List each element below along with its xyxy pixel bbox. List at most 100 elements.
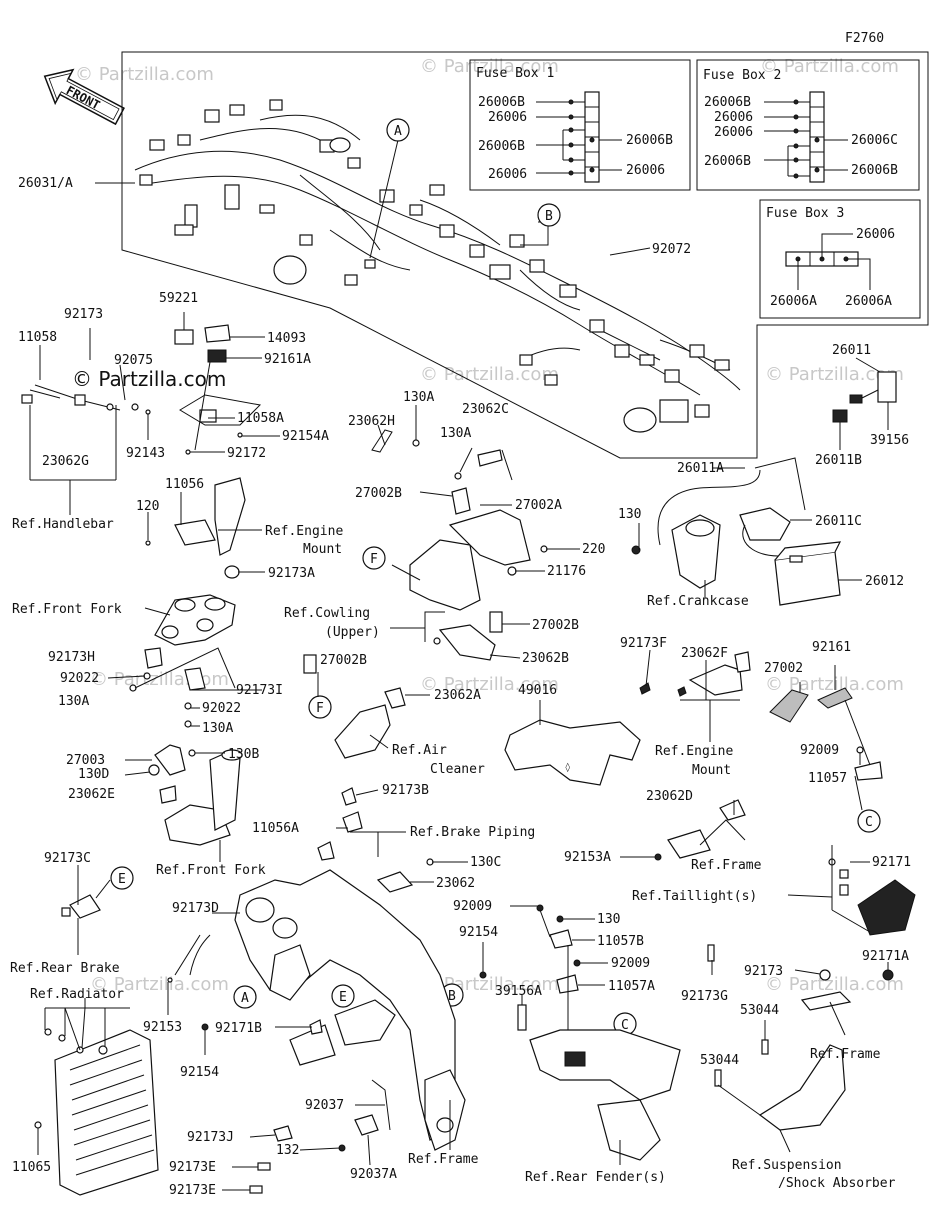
part-label: 92009: [611, 956, 650, 971]
watermark: © Partzilla.com: [765, 674, 904, 695]
reference-label: Ref.Radiator: [30, 987, 124, 1002]
callout-f: F: [308, 695, 332, 719]
reference-label: Ref.Engine: [655, 744, 733, 759]
part-label: 130: [618, 507, 641, 522]
part-label: 21176: [547, 564, 586, 579]
part-label: 26006: [626, 163, 665, 178]
diagram-code: F2760: [845, 31, 884, 46]
part-label: 92009: [453, 899, 492, 914]
leader-line: [369, 139, 399, 259]
part-label: 23062B: [522, 651, 569, 666]
callout-letter: B: [545, 209, 553, 224]
part-label: 26012: [865, 574, 904, 589]
part-label: 26006C: [851, 133, 898, 148]
main-wire-harness: [134, 99, 741, 433]
part-label: 92154: [459, 925, 498, 940]
harness-boundary: [121, 51, 929, 459]
part-label: 26006B: [704, 154, 751, 169]
part-label: 11058: [18, 330, 57, 345]
part-label: 27003: [66, 753, 105, 768]
part-label: 92173I: [236, 683, 283, 698]
part-label: 39156A: [495, 984, 542, 999]
fuse-box-3: Fuse Box 3 26006 26006A 26006A: [759, 199, 921, 319]
callout-a: A: [233, 985, 257, 1009]
part-label: 92172: [227, 446, 266, 461]
connector-cluster: [145, 312, 280, 455]
reference-label: Ref.Frame: [691, 858, 762, 873]
part-label: 26031/A: [18, 176, 73, 191]
callout-letter: C: [621, 1018, 629, 1033]
sheet-49016: ◊: [504, 700, 641, 786]
part-label: 130C: [470, 855, 501, 870]
part-label: 23062E: [68, 787, 115, 802]
part-label: 130A: [58, 694, 89, 709]
reference-label: Ref.Front Fork: [156, 863, 266, 878]
part-label: 92171A: [862, 949, 909, 964]
part-label: 92037A: [350, 1167, 397, 1182]
engine-mount-bracket: [145, 477, 265, 579]
part-label: 23062G: [42, 454, 89, 469]
part-label: 130A: [403, 390, 434, 405]
part-label: 23062F: [681, 646, 728, 661]
callout-letter: A: [394, 124, 402, 139]
fuse-box-title: Fuse Box 3: [766, 206, 844, 221]
part-label: 130: [597, 912, 620, 927]
reference-label: (Upper): [325, 625, 380, 640]
part-label: 23062C: [462, 402, 509, 417]
part-label: 11058A: [237, 411, 284, 426]
part-label: 26006B: [478, 139, 525, 154]
crankcase-sensor-group: [631, 457, 862, 606]
callout-letter: F: [370, 552, 378, 567]
part-label: 92009: [800, 743, 839, 758]
part-label: 26006: [488, 110, 527, 125]
part-label: 26006: [488, 167, 527, 182]
callout-f: F: [362, 546, 386, 570]
watermark: © Partzilla.com: [760, 56, 899, 77]
part-label: 23062H: [348, 414, 395, 429]
reference-label: Ref.Rear Brake: [10, 961, 120, 976]
front-fork-upper: [107, 594, 262, 728]
callout-letter: E: [118, 872, 126, 887]
part-label: 11057B: [597, 934, 644, 949]
part-label: 26011C: [815, 514, 862, 529]
fuse-box-1: Fuse Box 1 26006B 26006 26006B 26006 260…: [469, 59, 691, 191]
fuse-box-2: Fuse Box 2 26006B 26006 26006 26006B 260…: [696, 59, 920, 191]
watermark: © Partzilla.com: [90, 974, 229, 995]
part-label: 26006: [856, 227, 895, 242]
callout-c: C: [857, 809, 881, 833]
part-label: 92154A: [282, 429, 329, 444]
part-label: 92173E: [169, 1160, 216, 1175]
fuse-box-title: Fuse Box 1: [476, 66, 554, 81]
reference-label: Ref.Cowling: [284, 606, 370, 621]
part-label: 26006B: [478, 95, 525, 110]
part-label: 27002B: [320, 653, 367, 668]
clamp-23062: [376, 858, 468, 893]
brake-piping-clamps: [317, 787, 406, 861]
part-label: 26006: [714, 110, 753, 125]
part-label: 26006B: [704, 95, 751, 110]
fuse-box-title: Fuse Box 2: [703, 68, 781, 83]
part-label: 92171B: [215, 1021, 262, 1036]
part-label: 23062D: [646, 789, 693, 804]
part-label: 92173: [744, 964, 783, 979]
part-label: 26006A: [845, 294, 892, 309]
air-cleaner: [303, 654, 430, 759]
center-bracket-group: [371, 405, 580, 661]
leader-line: [609, 247, 651, 256]
main-frame: [167, 869, 487, 1194]
part-label: 92022: [202, 701, 241, 716]
part-label: 26011B: [815, 453, 862, 468]
callout-e: E: [331, 984, 355, 1008]
reference-label: Ref.Rear Fender(s): [525, 1170, 666, 1185]
part-label: 130A: [202, 721, 233, 736]
part-label: 92143: [126, 446, 165, 461]
reference-label: Mount: [303, 542, 342, 557]
watermark: © Partzilla.com: [765, 364, 904, 385]
engine-mount-right: [639, 649, 751, 742]
reference-label: Ref.Suspension: [732, 1158, 842, 1173]
reference-label: Ref.Frame: [408, 1152, 479, 1167]
part-label: 27002: [764, 661, 803, 676]
part-label: 11057A: [608, 979, 655, 994]
part-label: 26006B: [626, 133, 673, 148]
